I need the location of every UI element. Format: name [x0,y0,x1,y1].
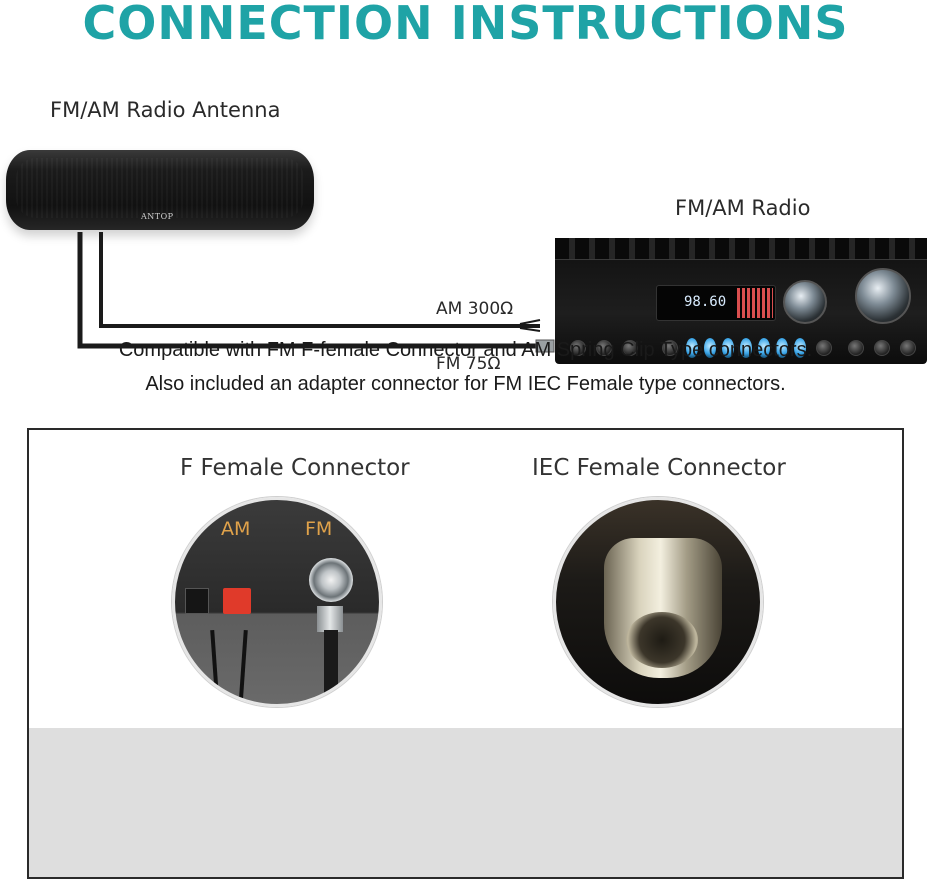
receiver-vents [555,238,927,260]
antenna-brand-logo: ANTOP [141,212,174,221]
fm-coax-cable [324,630,338,704]
eq-slider-light [704,338,716,358]
am-terminal-label: AM [221,518,251,540]
f-plug [317,606,343,632]
am-spring-clip-red [223,588,251,614]
antenna-label: FM/AM Radio Antenna [50,98,281,122]
am-cable-fork [519,319,541,332]
compatibility-text-line-1: Compatible with FM F-female Connector an… [118,339,813,361]
compatibility-footer [29,728,902,877]
fm-cable-label: FM 75Ω [436,354,501,374]
fm-plug [535,339,555,353]
fm-cable [77,232,540,349]
receiver-button [662,340,678,356]
receiver-eq-meter [737,288,773,318]
antenna-image: ANTOP [6,150,314,230]
connector-panel [27,428,904,879]
receiver-button [570,340,586,356]
eq-slider-light [686,338,698,358]
am-cable-label: AM 300Ω [436,299,514,319]
radio-label: FM/AM Radio [675,196,811,220]
am-spring-clip-black [185,588,209,614]
am-wire [238,629,248,704]
receiver-button [816,340,832,356]
eq-slider-light [776,338,788,358]
cable-diagram [77,232,555,353]
mic-vol-knob [783,280,827,324]
receiver-button [622,340,638,356]
page-title: CONNECTION INSTRUCTIONS [82,0,849,50]
receiver-button [900,340,916,356]
iec-female-connector-title: IEC Female Connector [532,455,786,481]
eq-slider-light [794,338,806,358]
receiver-display-frequency: 98.60 [684,294,727,310]
f-jack [309,558,353,602]
f-female-connector-title: F Female Connector [180,455,410,481]
eq-slider-light [758,338,770,358]
eq-slider-light [722,338,734,358]
fm-terminal-label: FM [305,518,333,540]
receiver-button [848,340,864,356]
f-female-connector-image: AM FM [172,497,382,707]
iec-plug-socket [626,612,698,668]
compatibility-text-line-2: Also included an adapter connector for F… [145,373,786,395]
receiver-button [874,340,890,356]
eq-slider-light [740,338,752,358]
iec-female-connector-image [553,497,763,707]
am-cable [99,232,540,328]
receiver-button [596,340,612,356]
volume-knob [855,268,911,324]
